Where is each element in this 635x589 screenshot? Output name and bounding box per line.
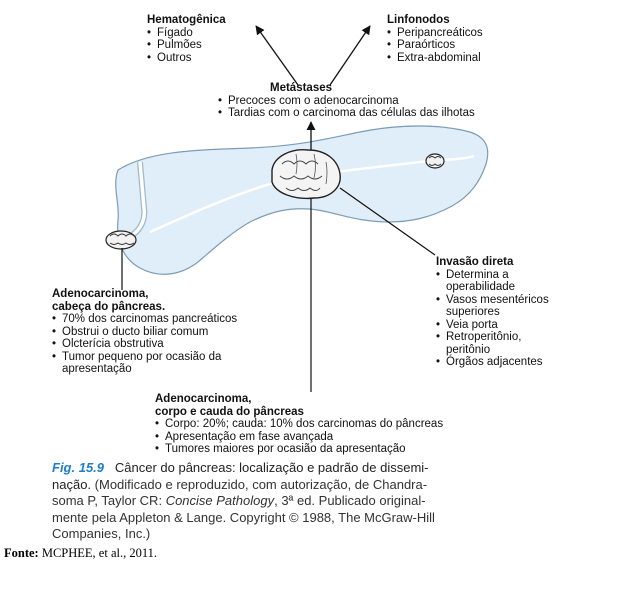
linfonodos-title: Linfonodos [387,14,450,26]
corpo-title-1: Adenocarcinoma, [155,393,252,405]
caption-text: (Modificado e reproduzido, com autorizaç… [94,476,428,492]
hematogenica-item: Outros [147,52,226,65]
cabeca-block: Adenocarcinoma, cabeça do pâncreas. 70% … [52,288,237,376]
corpo-item: Tumores maiores por ocasião da apresenta… [155,443,443,456]
cabeca-title-2: cabeça do pâncreas. [52,300,166,313]
arrow-to-linfonodos [329,25,371,86]
body-tumor [271,149,341,200]
invasao-title: Invasão direta [436,256,514,268]
source-text: MCPHEE, et al., 2011. [41,546,157,560]
source-label: Fonte: [4,546,39,560]
invasao-item: Veia porta [436,319,549,332]
invasao-item-cont: peritônio [446,343,491,356]
corpo-block: Adenocarcinoma, corpo e cauda do pâncrea… [155,393,443,456]
leader-invasion [339,187,436,256]
invasao-item: Órgãos adjacentes [436,356,549,369]
head-tumor [105,230,137,250]
invasao-item: Determina a [436,269,549,282]
corpo-item: Corpo: 20%; cauda: 10% dos carcinomas do… [155,418,443,431]
tail-tumor [425,153,445,169]
figure-label: Fig. 15.9 [52,460,105,475]
corpo-item: Apresentação em fase avançada [155,431,443,444]
hematogenica-title: Hematogênica [147,14,226,26]
caption-text: soma P, Taylor CR: [52,493,163,508]
linfonodos-item: Peripancreáticos [387,27,483,40]
invasao-item: Retroperitônio, [436,331,549,344]
linfonodos-item: Paraórticos [387,39,483,52]
hematogenica-item: Pulmões [147,39,226,52]
caption-text: , 3ª ed. Publicado original- [274,493,426,508]
metastases-item: Precoces com o adenocarcinoma [218,95,475,108]
invasao-block: Invasão direta Determina a operabilidade… [436,256,549,369]
hematogenica-block: Hematogênica Fígado Pulmões Outros [147,14,226,64]
caption-text: Companies, Inc.) [52,526,151,541]
invasao-item-cont: superiores [446,306,500,318]
corpo-title-2: corpo e cauda do pâncreas [155,405,304,418]
source-line: Fonte: MCPHEE, et al., 2011. [4,546,157,561]
cabeca-item: Olcterícia obstrutiva [52,338,237,351]
metastases-block: Metástases Precoces com o adenocarcinoma… [218,82,475,120]
linfonodos-item: Extra-abdominal [387,52,483,65]
linfonodos-block: Linfonodos Peripancreáticos Paraórticos … [387,14,483,64]
invasao-item-cont: operabilidade [446,281,516,293]
arrow-to-hematogenica [255,25,299,86]
cabeca-item: 70% dos carcinomas pancreáticos [52,313,237,326]
invasao-item: Vasos mesentéricos [436,294,549,307]
caption-text: mente pela Appleton & Lange. Copyright ©… [52,509,435,525]
cabeca-item-cont: apresentação [62,363,132,375]
pancreas-shape [115,125,489,275]
metastases-title: Metástases [270,82,333,94]
hematogenica-item: Fígado [147,27,226,40]
figure-caption: Fig. 15.9 Câncer do pâncreas: localizaçã… [52,460,582,543]
figure-title-cont: nação. [52,476,92,492]
cabeca-item: Tumor pequeno por ocasião da [52,351,237,364]
caption-book-title: Concise Pathology [165,493,275,508]
cabeca-title-1: Adenocarcinoma, [52,288,149,300]
figure-title: Câncer do pâncreas: localização e padrão… [114,460,429,475]
cabeca-item: Obstrui o ducto biliar comum [52,326,237,339]
metastases-item: Tardias com o carcinoma das células das … [218,107,475,120]
